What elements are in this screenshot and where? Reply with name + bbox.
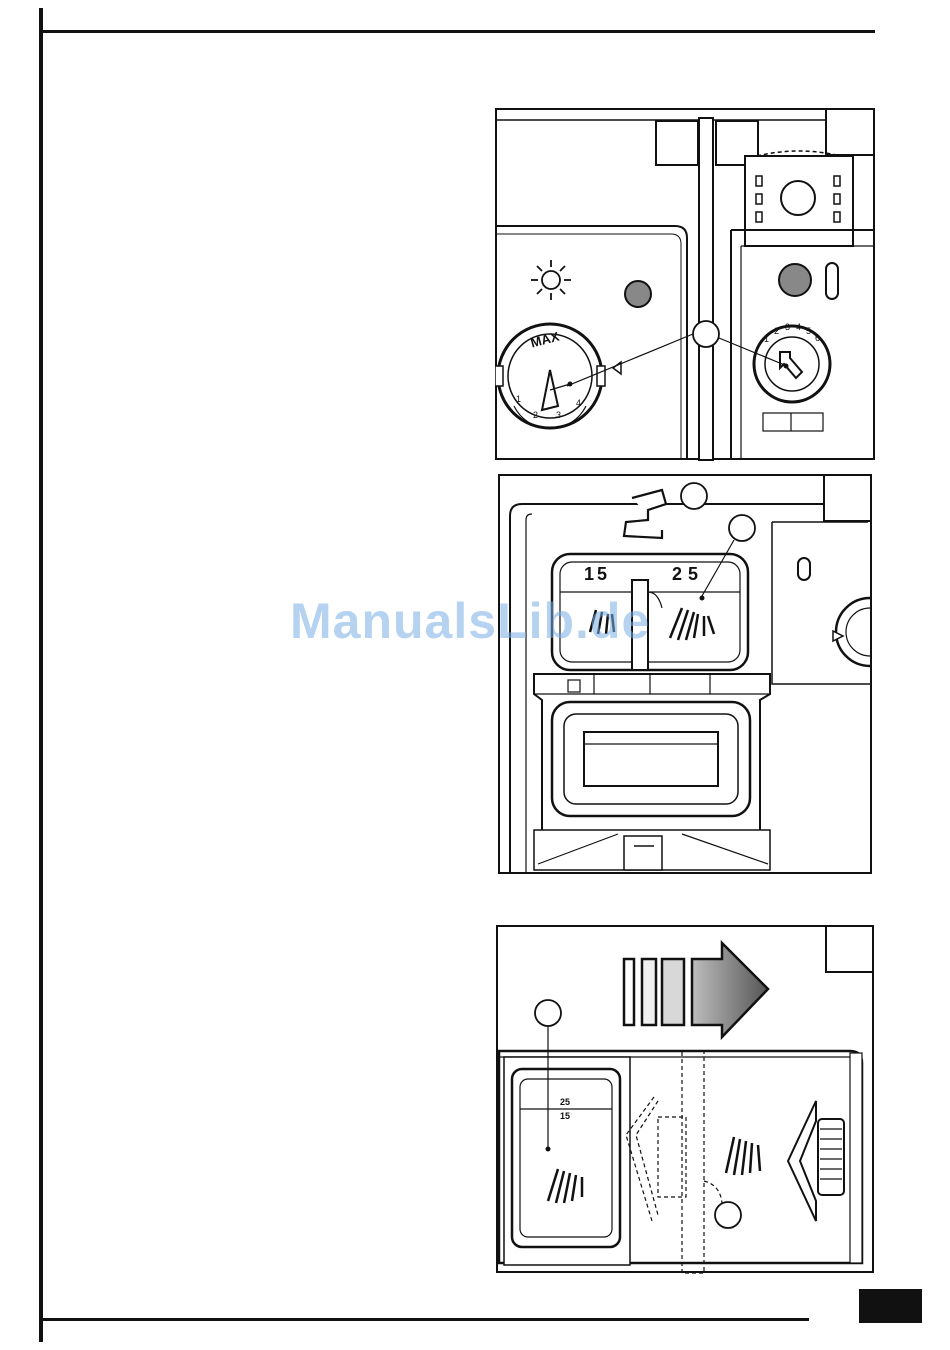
rinse-aid-dial-left: MAX 1 2 3 4 bbox=[495, 324, 605, 429]
dose-25-label: 25 bbox=[672, 564, 704, 584]
callout-circle bbox=[681, 483, 707, 509]
callout-circle bbox=[693, 321, 719, 347]
watermark: ManualsLib.de bbox=[290, 592, 650, 650]
dial-number: 2 bbox=[774, 326, 779, 336]
callout-circle bbox=[715, 1202, 741, 1228]
figure-detergent-dispenser-close: 25 15 bbox=[496, 925, 876, 1275]
page-number-tab bbox=[859, 1289, 922, 1323]
dial-number: 4 bbox=[796, 322, 801, 332]
rinse-aid-dial-right: 1 2 3 4 5 6 bbox=[754, 322, 830, 402]
figure-detergent-dispenser-open: 15 25 bbox=[498, 474, 874, 876]
indicator-lamp-right bbox=[779, 264, 811, 296]
indicator-lamp bbox=[625, 281, 651, 307]
footer-rule bbox=[39, 1318, 809, 1321]
dial-number: 4 bbox=[576, 398, 581, 408]
left-margin-rule bbox=[39, 8, 43, 1342]
header-rule bbox=[39, 30, 875, 33]
latch-grip bbox=[818, 1119, 844, 1195]
label-box bbox=[826, 926, 873, 972]
callout-circle bbox=[729, 515, 755, 541]
sun-icon bbox=[531, 260, 571, 300]
figure-rinse-aid-dial: MAX 1 2 3 4 1 2 3 4 5 6 bbox=[495, 108, 877, 462]
label-box bbox=[824, 475, 871, 521]
dose-25-label: 25 bbox=[560, 1097, 570, 1107]
panel-divider bbox=[699, 118, 713, 460]
dial-number: 5 bbox=[806, 326, 811, 336]
dial-number: 3 bbox=[556, 410, 561, 420]
label-box-c bbox=[826, 109, 874, 155]
dial-number: 3 bbox=[785, 322, 790, 332]
dial-number: 2 bbox=[533, 410, 538, 420]
callout-circle bbox=[535, 1000, 561, 1026]
label-box-a bbox=[656, 121, 698, 165]
dial-number: 1 bbox=[516, 394, 521, 404]
dial-number: 6 bbox=[815, 333, 820, 343]
dose-15-label: 15 bbox=[560, 1111, 570, 1121]
dial-number: 1 bbox=[764, 334, 769, 344]
dose-15-label: 15 bbox=[584, 564, 610, 584]
